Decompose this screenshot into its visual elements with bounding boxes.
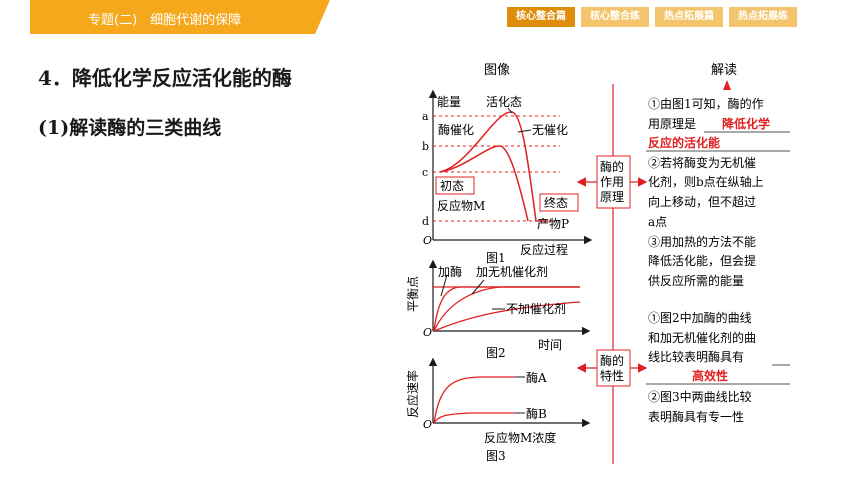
tab-hotspot-extension[interactable]: 热点拓展篇: [655, 7, 723, 27]
fig1-reactant-label: 反应物M: [437, 198, 485, 213]
fig1-tick-b: b: [422, 140, 429, 153]
note2-answer: 高效性: [692, 368, 728, 383]
center-box-property-l1: 酶的: [600, 353, 624, 368]
fig1-initial-box: [435, 176, 475, 195]
note2-line1: ①图2中加酶的曲线: [648, 310, 752, 325]
fig1-origin: O: [423, 234, 432, 247]
fig1-activated-label: 活化态: [486, 95, 522, 109]
note2-line2: 和加无机催化剂的曲: [648, 330, 756, 345]
fig1-y-label: 能量: [437, 95, 461, 109]
col-image-label: 图像: [484, 63, 510, 78]
note1-line3: ②若将酶变为无机催: [648, 155, 756, 170]
nav-tabs: 核心整合篇 核心整合练 热点拓展篇 热点拓展练: [507, 7, 797, 27]
fig2-caption: 图2: [486, 346, 506, 360]
fig1-tick-d: d: [422, 215, 429, 228]
note1-line1: ①由图1可知，酶的作: [648, 96, 764, 111]
top-bar: 专题(二) 细胞代谢的保障 核心整合篇 核心整合练 热点拓展篇 热点拓展练: [0, 0, 860, 34]
fig2-inorganic-pointer: [471, 279, 485, 295]
fig3-origin: O: [423, 418, 432, 431]
note1-line4: 化剂，则b点在纵轴上: [648, 174, 764, 189]
section-subheading: (1)解读酶的三类曲线: [38, 117, 222, 139]
note1-line2: 用原理是: [648, 117, 696, 131]
center-box-property-l2: 特性: [600, 368, 624, 383]
fig2-origin: O: [423, 326, 432, 339]
chapter-tab: [30, 0, 330, 34]
fig2-enzyme-pointer: [440, 274, 448, 297]
section-heading: 4．降低化学反应活化能的酶: [38, 66, 292, 90]
fig1-initial-label: 初态: [440, 179, 464, 193]
fig1-tick-a: a: [422, 110, 429, 123]
fig1-final-label: 终态: [544, 195, 568, 210]
fig2-y-label: 平衡点: [406, 276, 420, 312]
fig3-enzyme-a-label: 酶A: [526, 370, 547, 385]
fig1-activated-pointer: [507, 107, 513, 114]
tab-core-practice[interactable]: 核心整合练: [581, 7, 649, 27]
fig1-curve-uncatalyzed: [439, 111, 548, 222]
fig2-none-label: 不加催化剂: [506, 301, 566, 316]
fig1-enzyme-label: 酶催化: [438, 122, 474, 137]
tab-core-integration[interactable]: 核心整合篇: [507, 7, 575, 27]
tab-hotspot-practice[interactable]: 热点拓展练: [729, 7, 797, 27]
center-box-property: [596, 349, 631, 387]
fig2-curve-enzyme: [433, 286, 580, 332]
fig2-enzyme-label: 加酶: [438, 264, 462, 279]
fig3-caption: 图3: [486, 449, 506, 463]
fig3-y-label: 反应速率: [405, 370, 420, 418]
fig1-x-label: 反应过程: [520, 242, 568, 257]
fig3-curve-enzyme-a: [433, 376, 515, 424]
note1-line5: 向上移动，但不超过: [648, 194, 756, 209]
center-box-principle-l1: 酶的: [600, 159, 624, 174]
fig1-uncatalyzed-pointer: [517, 129, 532, 133]
note2-line5: 表明酶具有专一性: [648, 409, 744, 424]
fig3-enzyme-b-label: 酶B: [526, 406, 547, 421]
col-explain-arrow: [723, 80, 731, 90]
note1-answer-a: 降低化学: [722, 116, 770, 131]
fig3-curve-enzyme-b: [433, 412, 515, 424]
fig1-caption: 图1: [486, 251, 506, 265]
col-explain-label: 解读: [711, 63, 737, 78]
fig2-inorganic-label: 加无机催化剂: [476, 264, 548, 279]
center-box-principle: [596, 155, 631, 209]
fig2-x-label: 时间: [538, 338, 562, 352]
fig1-uncatalyzed-label: 无催化: [532, 123, 568, 137]
fig2-curve-inorganic: [433, 286, 580, 332]
note1-line6: a点: [648, 215, 667, 229]
fig3-x-label: 反应物M浓度: [484, 430, 556, 445]
fig2-curve-none: [433, 301, 581, 332]
note1-answer-b: 反应的活化能: [648, 135, 720, 150]
fig1-final-box: [539, 193, 579, 212]
chapter-title: 专题(二) 细胞代谢的保障: [88, 13, 242, 28]
center-box-principle-l3: 原理: [600, 190, 624, 204]
fig1-product-label: 产物P: [537, 217, 569, 231]
note2-line4: ②图3中两曲线比较: [648, 389, 752, 404]
note1-line9: 供反应所需的能量: [648, 273, 744, 288]
note2-line3: 线比较表明酶具有: [648, 349, 744, 364]
fig1-tick-c: c: [422, 166, 428, 179]
center-box-principle-l2: 作用: [600, 175, 624, 189]
note1-line8: 降低活化能，但会提: [648, 253, 756, 268]
note1-line7: ③用加热的方法不能: [648, 234, 756, 249]
fig1-curve-enzyme: [439, 145, 529, 222]
